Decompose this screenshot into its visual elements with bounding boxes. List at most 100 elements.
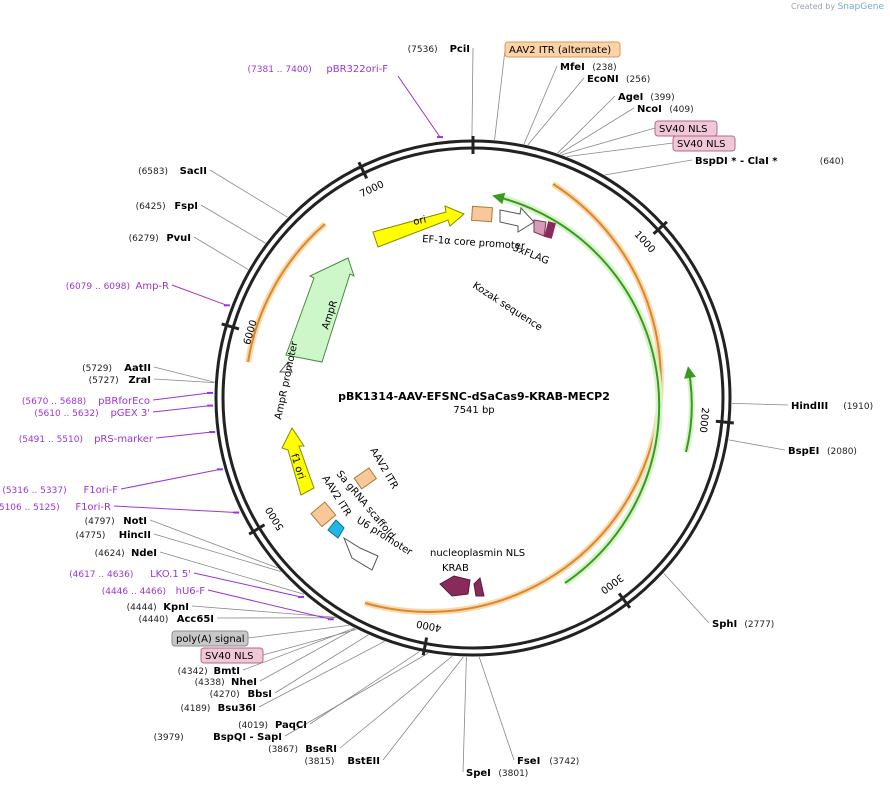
- primer-pgex-3-[interactable]: pGEX 3'(5610 .. 5632): [34, 408, 150, 419]
- site-name: AatII: [124, 363, 151, 374]
- site-position: (4624): [95, 549, 125, 559]
- site-position: (3801): [498, 769, 528, 779]
- site-position: (4189): [180, 704, 210, 714]
- site-econi[interactable]: EcoNI(256): [587, 74, 650, 85]
- sv40-nls-marker: [533, 219, 547, 237]
- site-position: (7536): [408, 45, 438, 55]
- site-name: NcoI: [637, 104, 662, 115]
- site-position: (6583): [138, 167, 168, 177]
- site-name: BseRI: [305, 744, 337, 755]
- site-name: BspDI * - ClaI *: [695, 156, 778, 167]
- primer-prs-marker[interactable]: pRS-marker(5491 .. 5510): [19, 434, 154, 445]
- site-mfei[interactable]: MfeI (238): [560, 62, 617, 73]
- site-bsteii[interactable]: BstEII(3815): [304, 756, 380, 767]
- site-bspei[interactable]: BspEI(2080): [788, 446, 857, 457]
- site-kpni[interactable]: KpnI(4444): [127, 602, 189, 613]
- site-bspqi-sapi[interactable]: BspQI - SapI(3979): [154, 732, 282, 743]
- feature-label-ori: ori: [412, 214, 427, 227]
- tick-label-3000: 3000: [598, 571, 625, 595]
- primer-name: pRS-marker: [94, 434, 154, 445]
- site-pcii[interactable]: PciI(7536): [408, 44, 470, 55]
- primer-pbr322ori-f[interactable]: pBR322ori-F(7381 .. 7400): [248, 64, 389, 75]
- site-bspdi-clai-[interactable]: BspDI * - ClaI *(640): [695, 156, 844, 167]
- site-ndei[interactable]: NdeI(4624): [95, 548, 157, 559]
- site-name: Acc65I: [177, 614, 214, 625]
- boxed-label-polya[interactable]: poly(A) signal: [171, 630, 249, 647]
- svg-text:AAV2 ITR (alternate): AAV2 ITR (alternate): [509, 45, 611, 56]
- site-hindiii[interactable]: HindIII(1910): [791, 401, 873, 412]
- primer-name: LKO.1 5': [150, 569, 191, 580]
- site-name: Bsu36I: [218, 703, 256, 714]
- boxed-label-sv40-nls-1[interactable]: SV40 NLS: [654, 120, 718, 137]
- tick-7000: [357, 161, 369, 180]
- site-paqci[interactable]: PaqCI(4019): [238, 720, 307, 731]
- site-name: BstEII: [347, 756, 380, 767]
- site-bseri[interactable]: BseRI(3867): [268, 744, 337, 755]
- site-position: (6425): [136, 202, 166, 212]
- site-sphi[interactable]: SphI (2777): [712, 619, 774, 630]
- site-bsu36i[interactable]: Bsu36I (4189): [180, 703, 256, 714]
- tick-5000: [248, 523, 266, 536]
- site-agei[interactable]: AgeI(399): [618, 92, 675, 103]
- site-name: SphI: [712, 619, 737, 630]
- tick-2000: [715, 419, 734, 425]
- site-aatii[interactable]: AatII(5729): [82, 363, 151, 374]
- primer-amp-r[interactable]: Amp-R(6079 .. 6098): [66, 281, 169, 292]
- site-hincii[interactable]: HincII(4775): [75, 530, 151, 541]
- primer-lko-1-5-[interactable]: LKO.1 5'(4617 .. 4636): [69, 569, 191, 580]
- feature-arc-orange-right-line: [364, 183, 662, 613]
- site-position: (4019): [238, 721, 268, 731]
- primer-f1ori-r[interactable]: F1ori-R(5106 .. 5125): [0, 502, 111, 513]
- site-pvui[interactable]: PvuI(6279): [129, 233, 191, 244]
- plasmid-size: 7541 bp: [453, 405, 494, 416]
- primer-range: (4446 .. 4466): [102, 587, 166, 597]
- site-name: FseI: [517, 756, 540, 767]
- primer-f1ori-f[interactable]: F1ori-F(5316 .. 5337): [2, 485, 118, 496]
- site-position: (238): [592, 63, 616, 73]
- svg-text:SV40 NLS: SV40 NLS: [677, 139, 726, 150]
- boxed-label-aav2-itr-alt[interactable]: AAV2 ITR (alternate): [504, 41, 621, 58]
- primer-name: F1ori-F: [84, 485, 119, 496]
- primer-hu6-f[interactable]: hU6-F(4446 .. 4466): [102, 586, 206, 597]
- site-bbsi[interactable]: BbsI(4270): [210, 689, 272, 700]
- tick-label-7000: 7000: [358, 179, 386, 200]
- nucleoplasmin-nls-arrow: [473, 577, 485, 597]
- feature-label-nucleoplasmin: nucleoplasmin NLS: [430, 548, 525, 559]
- svg-text:SV40 NLS: SV40 NLS: [205, 651, 254, 662]
- site-name: MfeI: [560, 62, 585, 73]
- site-name: AgeI: [618, 92, 643, 103]
- feature-label-kozak: Kozak sequence: [470, 280, 544, 333]
- site-position: (4440): [138, 615, 168, 625]
- ori-arrow: [372, 205, 465, 248]
- site-name: BmtI: [213, 666, 240, 677]
- primer-pbrforeco[interactable]: pBRforEco(5670 .. 5688): [22, 396, 150, 407]
- site-zrai[interactable]: ZraI(5727): [89, 375, 151, 386]
- site-sacii[interactable]: SacII(6583): [138, 166, 207, 177]
- feature-label-aav2-itr-1: AAV2 ITR: [367, 446, 399, 491]
- feature-label-3xflag: 3xFLAG: [511, 243, 551, 268]
- site-acc65i[interactable]: Acc65I (4440): [138, 614, 214, 625]
- site-fsei[interactable]: FseI(3742): [517, 756, 579, 767]
- site-name: NotI: [123, 516, 147, 527]
- site-fspi[interactable]: FspI(6425): [136, 201, 198, 212]
- site-spei[interactable]: SpeI(3801): [466, 768, 528, 779]
- feature-label-ef1a: EF-1α core promoter: [422, 234, 526, 252]
- primer-name: Amp-R: [136, 281, 170, 292]
- site-position: (2777): [744, 620, 774, 630]
- boxed-label-sv40-nls-2[interactable]: SV40 NLS: [672, 135, 736, 152]
- ef1a-promoter-arrow: [499, 206, 535, 233]
- site-nhei[interactable]: NheI(4338): [195, 677, 257, 688]
- site-ncoi[interactable]: NcoI(409): [637, 104, 694, 115]
- mecp2-arc-line: [684, 366, 696, 453]
- site-noti[interactable]: NotI(4797): [85, 516, 147, 527]
- tick-3000: [617, 592, 632, 609]
- tick-6000: [221, 322, 240, 331]
- aav2-itr-box-1: [353, 467, 378, 490]
- boxed-label-sv40-nls-3[interactable]: SV40 NLS: [200, 647, 264, 664]
- site-bmti[interactable]: BmtI (4342): [178, 666, 240, 677]
- krab-arrow: [439, 575, 471, 597]
- site-name: BspQI - SapI: [213, 732, 282, 743]
- site-name: KpnI: [163, 602, 189, 613]
- aav2-itr-alt-box: [471, 205, 493, 223]
- site-position: (4342): [178, 667, 208, 677]
